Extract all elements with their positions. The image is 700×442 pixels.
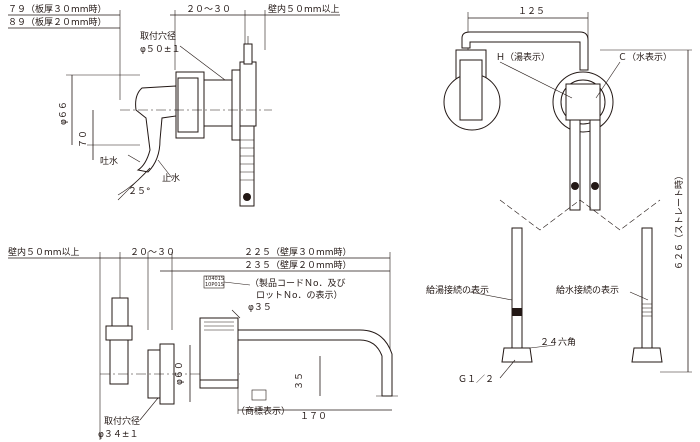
dim-20-30-top: ２０～３０ [186, 5, 232, 15]
mount-hole-title-top: 取付穴径 [140, 32, 177, 42]
code-box-line1: 10401S [205, 276, 225, 282]
dim-35-label: ３５ [295, 371, 305, 390]
dim-20-30-bottom: ２０～３０ [130, 248, 176, 258]
dia-60-label: φ６０ [175, 361, 185, 385]
dim-235-label: ２３５（壁厚２０mm時） [244, 261, 352, 271]
mount-hole-dia-bottom: φ３４±１ [98, 430, 139, 440]
dim-89-label: ８９（板厚２０mm時） [8, 18, 107, 28]
mount-hole-title-bottom: 取付穴径 [104, 417, 141, 427]
front-view [443, 12, 692, 379]
dim-79-label: ７９（板厚３０mm時） [8, 5, 107, 15]
spout-label: 吐水 [100, 157, 119, 167]
thread-label: Ｇ１／２ [458, 375, 495, 385]
cold-connect-label: 給水接続の表示 [556, 286, 620, 296]
wall-depth-top: 壁内５０mm以上 [268, 5, 340, 15]
product-code-label-1: （製品コードＮo．及び [250, 279, 346, 289]
dia-35-label: φ３５ [248, 303, 272, 313]
dia-66-label: φ６６ [59, 101, 69, 125]
stop-label: 止水 [162, 174, 181, 184]
hot-indicator-label: Ｈ（湯表示） [496, 53, 551, 63]
plan-view [8, 252, 398, 440]
side-view-top [8, 10, 340, 207]
dim-170-label: １７０ [300, 412, 328, 422]
dim-125-label: １２５ [518, 7, 546, 17]
dim-626-label: ６２６（ストレート時） [675, 170, 685, 270]
cold-indicator-label: Ｃ（水表示） [618, 53, 673, 63]
wall-depth-bottom: 壁内５０mm以上 [8, 248, 80, 258]
hot-connect-label: 給湯接続の表示 [426, 286, 490, 296]
trademark-label: （商標表示） [236, 407, 291, 417]
mount-hole-dia-top: φ５０±１ [140, 45, 181, 55]
code-box-line2: 10P01S [205, 282, 224, 288]
dim-225-label: ２２５（壁厚３０mm時） [244, 248, 352, 258]
dim-70-label: ７０ [79, 129, 89, 148]
hex-label: ２４六角 [540, 338, 577, 348]
angle-label: ２５° [128, 187, 151, 197]
product-code-label-2: ロットＮo．の表示） [256, 291, 343, 301]
